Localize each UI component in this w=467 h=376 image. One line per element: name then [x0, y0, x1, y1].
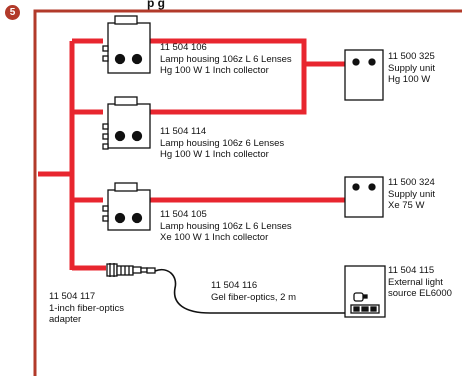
external-source-label: 11 504 115 External light source EL6000: [388, 265, 452, 300]
gel-fiber-label: 11 504 116 Gel fiber-optics, 2 m: [211, 280, 296, 303]
device-spec: Xe 100 W 1 Inch collector: [160, 232, 269, 243]
device-name: 1-inch fiber-optics: [49, 302, 124, 314]
device-name: External light: [388, 276, 443, 288]
part-number: 11 504 117: [49, 291, 96, 302]
part-number: 11 504 105: [160, 209, 207, 220]
device-spec: Hg 100 W: [388, 74, 431, 85]
device-spec: Hg 100 W 1 Inch collector: [160, 65, 269, 76]
device-name: Lamp housing 106z L 6 Lenses: [160, 220, 292, 232]
lamp-housing-3-label: 11 504 105 Lamp housing 106z L 6 Lenses …: [160, 209, 292, 244]
supply-unit-1-label: 11 500 325 Supply unit Hg 100 W: [388, 51, 435, 86]
lamp-housing-2-label: 11 504 114 Lamp housing 106z 6 Lenses Hg…: [160, 126, 284, 161]
supply-unit-2-device: [344, 176, 384, 218]
outer-frame: [33, 9, 462, 376]
cable-lamp2-supply1: [150, 64, 307, 115]
supply-unit-2-label: 11 500 324 Supply unit Xe 75 W: [388, 177, 435, 212]
fiber-adapter-device: [106, 263, 156, 277]
step-number-badge: 5: [5, 5, 20, 20]
part-number: 11 504 115: [388, 265, 435, 276]
part-number: 11 500 324: [388, 177, 435, 188]
part-number: 11 500 325: [388, 51, 435, 62]
lamp-housing-3-device: [102, 182, 151, 231]
fiber-adapter-label: 11 504 117 1-inch fiber-optics adapter: [49, 291, 124, 326]
cable-network: [38, 38, 345, 271]
cable-lamp1-supply1: [150, 38, 345, 67]
device-name-line2: source EL6000: [388, 288, 452, 299]
device-name: Lamp housing 106z 6 Lenses: [160, 137, 285, 149]
device-spec: Hg 100 W 1 Inch collector: [160, 149, 269, 160]
device-name: Gel fiber-optics, 2 m: [211, 291, 296, 303]
device-name: Lamp housing 106z L 6 Lenses: [160, 53, 292, 65]
device-name-line2: adapter: [49, 314, 82, 325]
part-number: 11 504 106: [160, 42, 207, 53]
external-light-source-device: [344, 265, 386, 318]
part-number: 11 504 116: [211, 280, 258, 291]
device-spec: Xe 75 W: [388, 200, 425, 211]
part-number: 11 504 114: [160, 126, 207, 137]
device-name: Supply unit: [388, 62, 436, 74]
lamp-housing-2-device: [102, 96, 151, 150]
supply-unit-1-device: [344, 49, 384, 101]
diagram-title-fragment: p g: [147, 0, 165, 10]
gel-fiber-cable: [154, 269, 348, 314]
lamp-housing-1-label: 11 504 106 Lamp housing 106z L 6 Lenses …: [160, 42, 292, 77]
device-name: Supply unit: [388, 188, 436, 200]
lamp-housing-1-device: [102, 15, 151, 74]
